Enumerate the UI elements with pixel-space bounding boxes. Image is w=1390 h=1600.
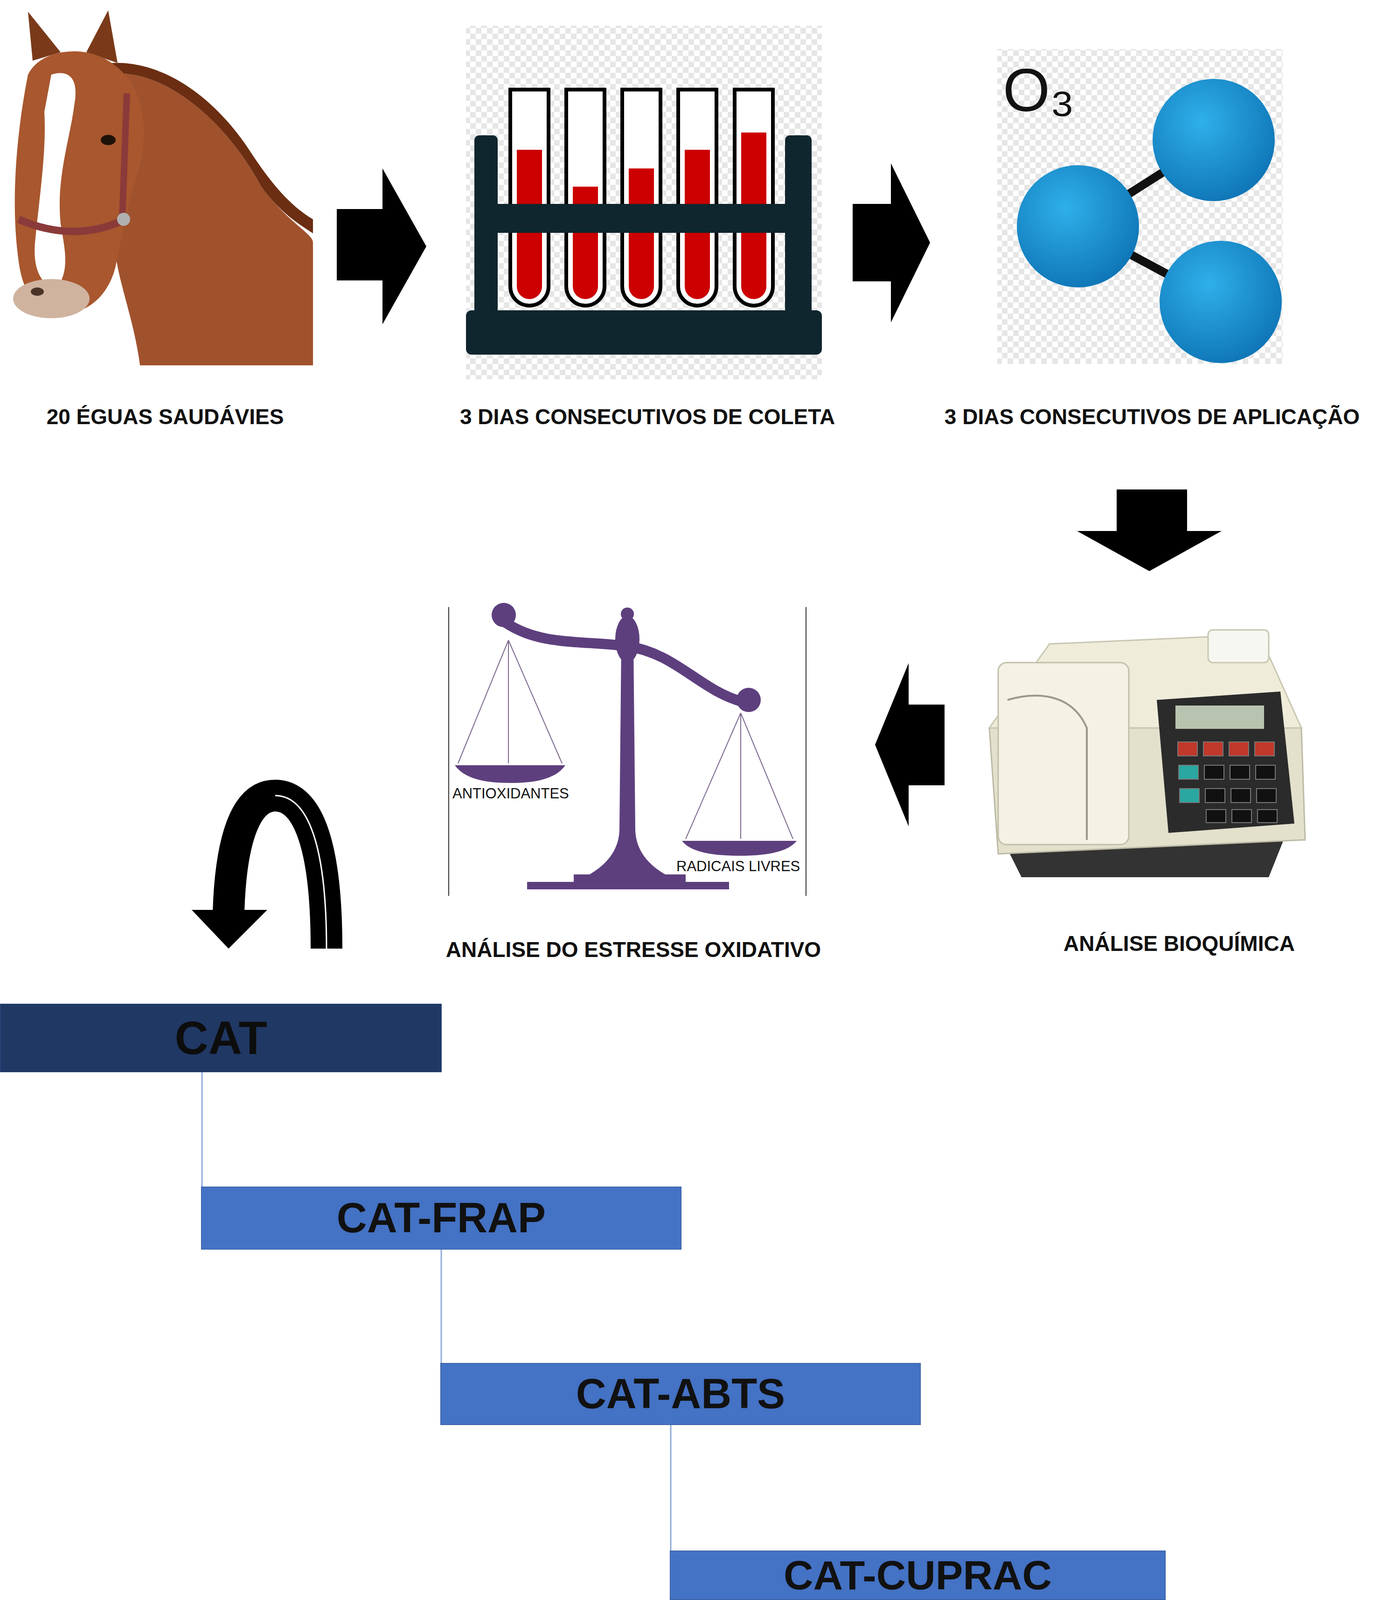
scale-pan-label: RADICAIS LIVRES <box>676 858 800 875</box>
spectrophotometer <box>1230 788 1251 803</box>
test-tube-rack <box>572 186 598 299</box>
step-caption: ANÁLISE BIOQUÍMICA <box>1063 931 1295 956</box>
balance-scale <box>507 639 509 764</box>
scale-pan-label: ANTIOXIDANTES <box>452 785 570 802</box>
balance-scale <box>491 602 516 627</box>
spectrophotometer <box>1204 764 1224 779</box>
spectrophotometer <box>1257 809 1278 823</box>
process-box: CAT-CUPRAC <box>669 1549 1166 1600</box>
horse-picture <box>13 278 90 319</box>
spectrophotometer <box>1007 695 1087 840</box>
ozone-molecule <box>1016 165 1140 288</box>
spectrophotometer <box>1230 764 1250 779</box>
horse-picture <box>14 51 145 314</box>
spectrophotometer <box>1208 629 1269 663</box>
test-tube-rack <box>510 89 773 306</box>
horse-picture <box>30 287 44 296</box>
balance-scale <box>448 602 807 896</box>
flow-arrow <box>875 662 945 827</box>
flow-arrow <box>336 168 427 325</box>
ozone-molecule <box>997 48 1283 364</box>
balance-scale <box>587 643 668 876</box>
step-caption: 20 ÉGUAS SAUDÁVIES <box>46 404 285 429</box>
formula-label: O₃ <box>1002 56 1075 124</box>
test-tube-rack <box>734 89 773 306</box>
test-tube-rack <box>785 135 812 332</box>
spectrophotometer <box>1177 741 1198 756</box>
process-box: CAT-FRAP <box>201 1186 682 1250</box>
test-tube-rack <box>465 25 822 380</box>
balance-scale <box>685 712 741 839</box>
balance-scale <box>736 687 761 712</box>
test-tube-rack <box>566 89 605 306</box>
balance-scale <box>805 606 807 896</box>
spectrophotometer <box>1229 741 1249 756</box>
test-tube-rack <box>474 203 812 233</box>
test-tube-rack <box>465 310 822 355</box>
spectrophotometer <box>1255 764 1276 779</box>
balance-scale <box>458 639 509 764</box>
balance-scale <box>506 622 744 702</box>
test-tube-rack <box>474 135 498 332</box>
box-label: CAT <box>174 1013 267 1063</box>
step-caption: 3 DIAS CONSECUTIVOS DE APLICAÇÃO <box>944 404 1360 429</box>
balance-scale <box>527 881 730 890</box>
ozone-molecule <box>997 48 1283 364</box>
connector-line <box>201 1071 203 1187</box>
curved-arrow <box>191 795 327 949</box>
spectrophotometer <box>1175 705 1265 729</box>
balance-scale <box>740 712 793 839</box>
curved-arrow <box>275 795 327 949</box>
horse-picture <box>27 11 61 61</box>
spectrophotometer <box>1206 809 1226 823</box>
spectrophotometer <box>1256 788 1277 803</box>
curved-arrow <box>191 909 268 949</box>
ozone-molecule <box>1159 240 1282 363</box>
box-label: CAT-FRAP <box>336 1195 546 1240</box>
horse-picture <box>122 93 127 220</box>
horse-picture <box>13 10 313 366</box>
horse-picture <box>34 73 76 290</box>
spectrophotometer <box>998 662 1129 845</box>
test-tube-rack <box>510 89 549 306</box>
test-tube-rack <box>465 25 822 380</box>
step-caption: ANÁLISE DO ESTRESSE OXIDATIVO <box>445 937 821 962</box>
flow-arrow <box>1077 489 1222 571</box>
step-caption: 3 DIAS CONSECUTIVOS DE COLETA <box>459 404 835 429</box>
process-box: CAT <box>0 1003 442 1072</box>
spectrophotometer <box>1254 741 1275 756</box>
horse-picture <box>117 212 131 226</box>
spectrophotometer <box>1177 741 1278 823</box>
balance-scale <box>508 639 563 764</box>
spectrophotometer <box>1205 788 1225 803</box>
box-label: CAT-CUPRAC <box>783 1553 1052 1597</box>
test-tube-rack <box>622 89 661 306</box>
balance-scale <box>615 615 640 663</box>
horse-picture <box>18 218 127 232</box>
test-tube-rack <box>628 168 654 299</box>
process-box: CAT-ABTS <box>440 1362 921 1425</box>
spectrophotometer <box>1203 741 1224 756</box>
horse-picture <box>100 134 116 146</box>
spectrophotometer <box>989 629 1306 877</box>
balance-scale <box>620 607 634 621</box>
balance-scale <box>448 606 450 896</box>
box-label: CAT-ABTS <box>576 1371 786 1416</box>
connector-line <box>440 1249 443 1363</box>
balance-scale <box>573 874 686 883</box>
spectrophotometer <box>1156 691 1295 833</box>
balance-scale <box>681 840 797 856</box>
test-tube-rack <box>678 89 717 306</box>
ozone-molecule <box>1152 78 1275 202</box>
balance-scale <box>454 764 566 783</box>
balance-scale <box>740 712 742 839</box>
spectrophotometer <box>1179 788 1200 803</box>
spectrophotometer <box>1178 764 1199 779</box>
flow-arrow <box>852 163 931 323</box>
spectrophotometer <box>1231 809 1252 823</box>
connector-line <box>670 1424 672 1550</box>
